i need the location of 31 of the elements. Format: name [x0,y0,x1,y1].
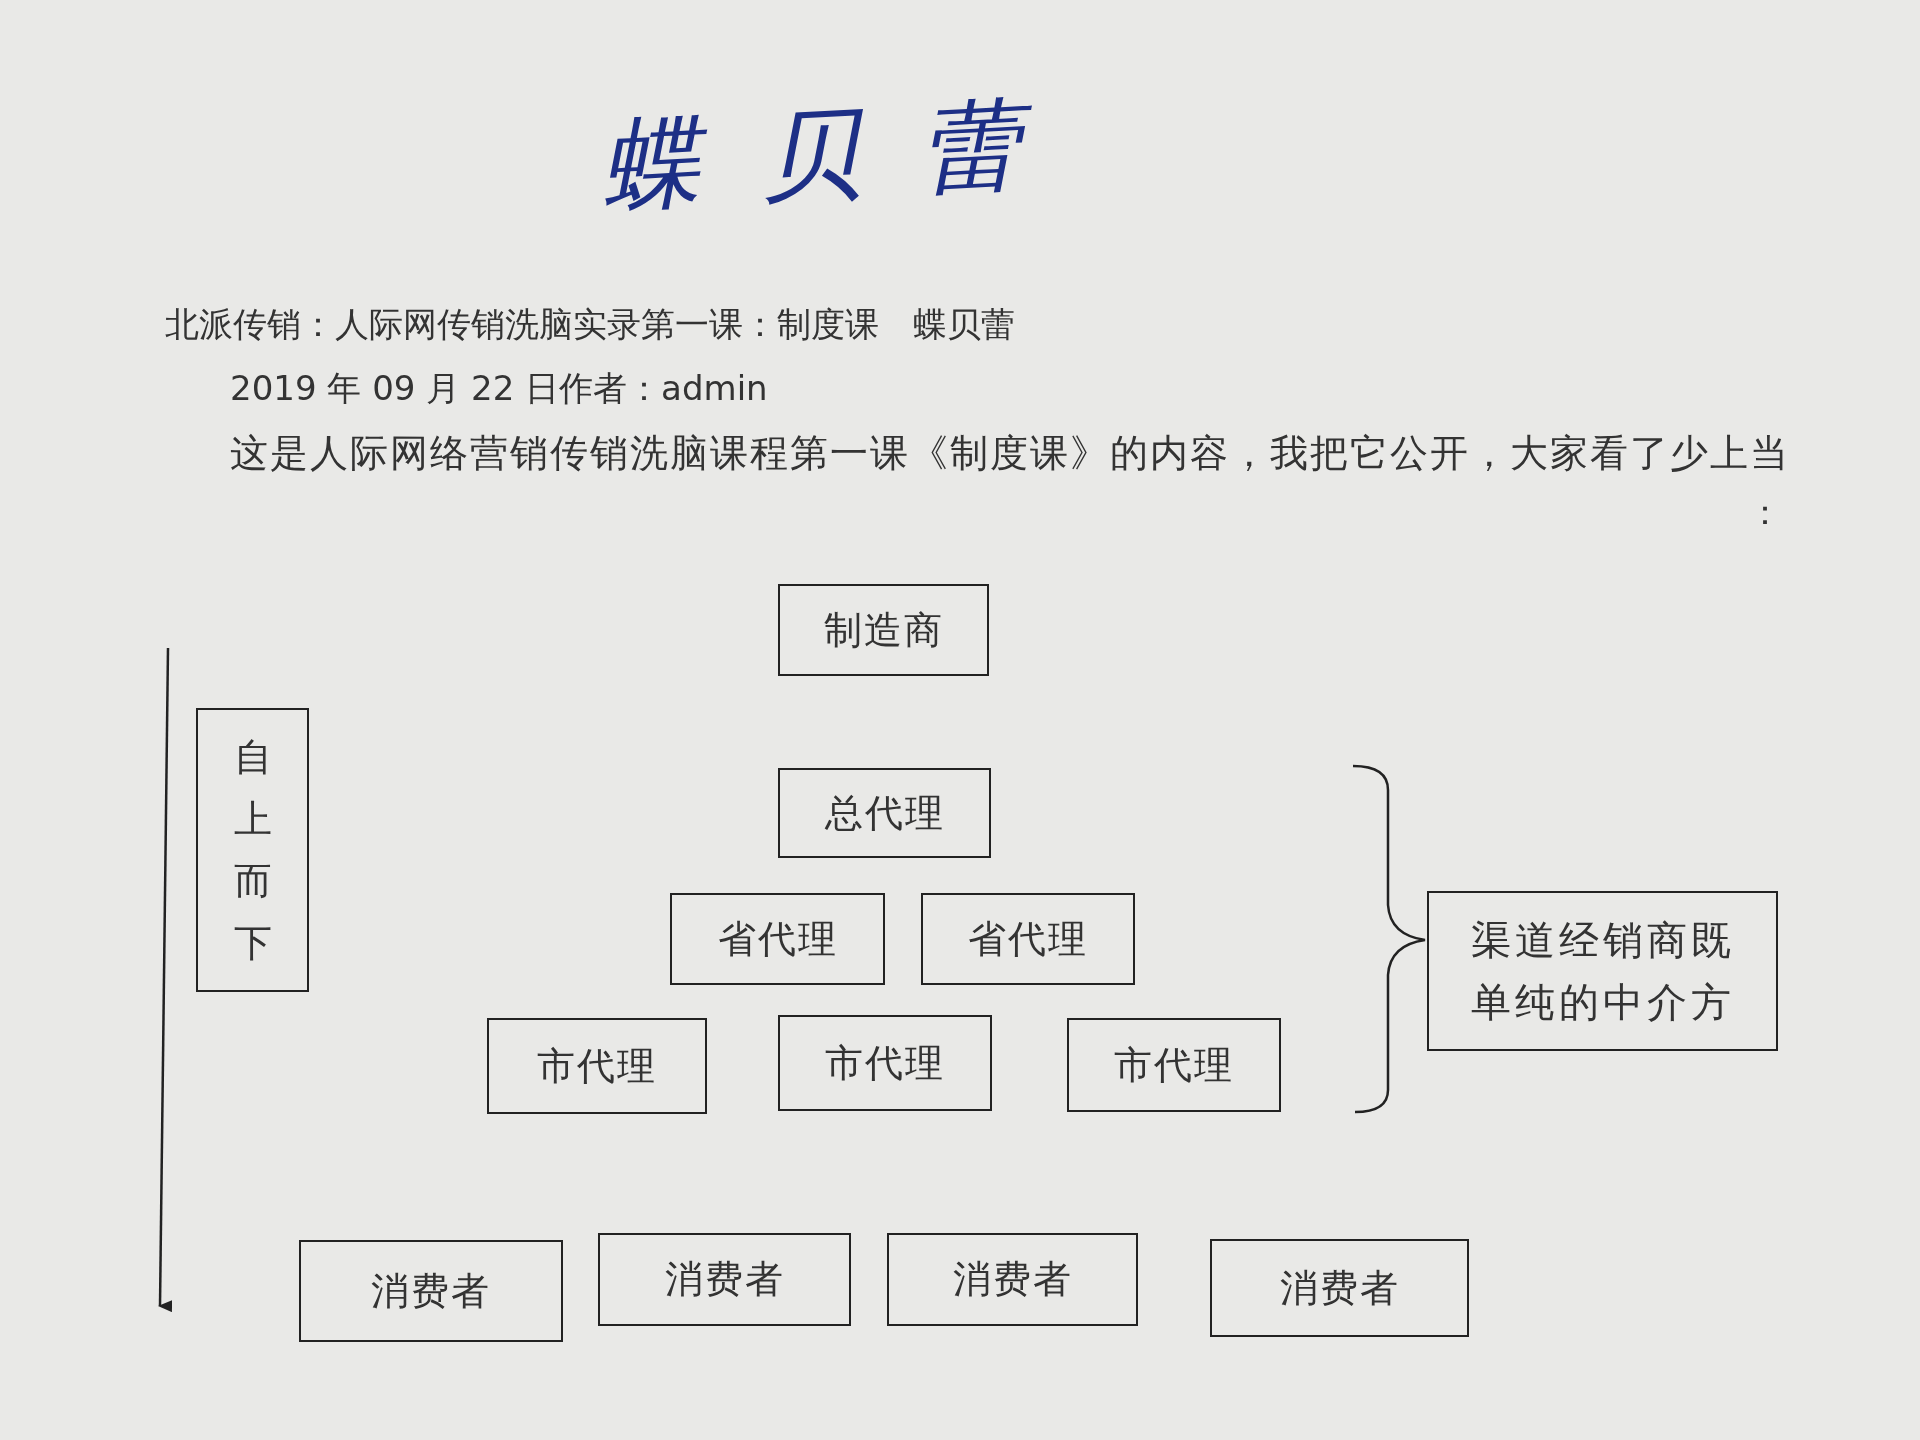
colon-mark: ： [1748,491,1782,534]
level-box [598,1233,851,1326]
box-label: 消费者 [1279,1264,1400,1312]
level-box [778,1015,992,1111]
date-author-line: 2019 年 09 月 22 日作者：admin [230,367,768,410]
box-label: 省代理 [717,915,838,963]
vertical-label-box [196,708,309,992]
box-label: 渠道经销商既单纯的中介方 [1469,916,1736,1027]
box-label: 消费者 [952,1256,1073,1303]
box-label: 制造商 [823,606,944,654]
level-box [670,893,885,985]
level-box [1210,1239,1469,1337]
level-box [1067,1018,1281,1112]
level-box [1427,891,1778,1051]
box-label: 消费者 [371,1267,491,1315]
intro-paragraph: 这是人际网络营销传销洗脑课程第一课《制度课》的内容，我把它公开，大家看了少上当 [229,430,1791,477]
box-label: 自上而下 [232,734,273,967]
level-box [299,1240,563,1342]
heading-line: 北派传销：人际网传销洗脑实录第一课：制度课 蝶贝蕾 [165,303,1015,346]
level-box [778,768,991,858]
level-box [887,1233,1138,1326]
box-label: 省代理 [968,915,1088,963]
box-label: 市代理 [825,1039,945,1087]
handwritten-title: 蝶贝蕾 [596,81,1084,227]
level-box [921,893,1135,985]
level-box [778,584,989,676]
level-box [487,1018,707,1114]
box-label: 消费者 [664,1256,785,1303]
box-label: 市代理 [1114,1041,1234,1089]
box-label: 市代理 [537,1042,657,1090]
box-label: 总代理 [824,789,945,837]
